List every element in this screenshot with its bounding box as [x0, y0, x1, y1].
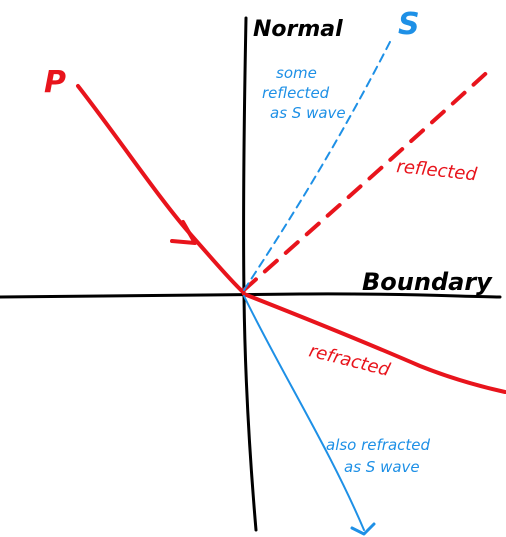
reflected-s-ray: [243, 37, 393, 291]
boundary-line: [0, 292, 502, 299]
s-label: S: [398, 7, 420, 42]
s-reflected-label-line2: reflected: [262, 84, 330, 102]
refracted-label: refracted: [307, 340, 393, 381]
refracted-p-ray: [242, 292, 506, 394]
reflected-p-ray: [242, 64, 496, 292]
refracted-s-ray: [243, 295, 365, 531]
s-reflected-label-line1: some: [276, 64, 317, 82]
s-refracted-label-line2: as S wave: [344, 458, 420, 476]
incident-arrowhead: [170, 220, 197, 245]
incident-p-ray: [76, 84, 245, 294]
boundary-label: Boundary: [362, 268, 493, 296]
s-reflected-label-line3: as S wave: [270, 104, 346, 122]
reflected-label: reflected: [395, 156, 478, 185]
normal-label: Normal: [253, 17, 343, 42]
refracted-s-arrowhead: [350, 522, 376, 536]
s-refracted-label-line1: also refracted: [326, 436, 431, 454]
p-label: P: [44, 65, 66, 100]
